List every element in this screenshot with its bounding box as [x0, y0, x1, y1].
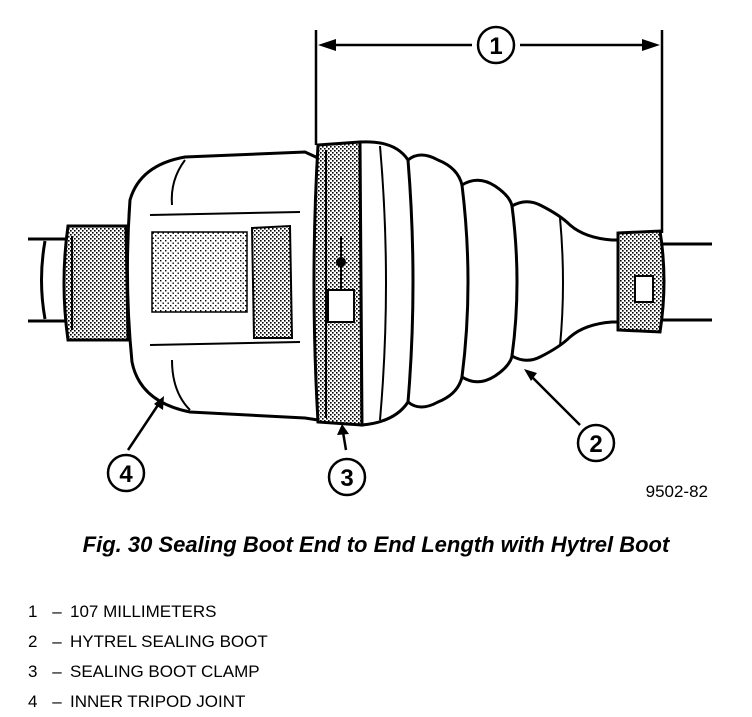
- svg-text:2: 2: [589, 431, 602, 458]
- legend-number: 4: [28, 692, 38, 711]
- svg-text:1: 1: [489, 33, 502, 60]
- legend-dash: –: [52, 602, 62, 621]
- figure-caption: Fig. 30 Sealing Boot End to End Length w…: [82, 532, 670, 557]
- legend-item: 3–SEALING BOOT CLAMP: [28, 657, 268, 687]
- legend-number: 2: [28, 632, 38, 651]
- hytrel-sealing-boot: [358, 140, 622, 427]
- callout-3: 3: [327, 457, 367, 497]
- svg-text:3: 3: [340, 465, 353, 492]
- legend-text: INNER TRIPOD JOINT: [70, 692, 246, 711]
- callout-4: 4: [106, 453, 146, 493]
- left-collar: [62, 224, 130, 342]
- legend-dash: –: [52, 632, 62, 651]
- legend-item: 4–INNER TRIPOD JOINT: [28, 687, 268, 717]
- legend-dash: –: [52, 692, 62, 711]
- legend-number: 1: [28, 602, 38, 621]
- legend-item: 2–HYTREL SEALING BOOT: [28, 627, 268, 657]
- housing-flat-shaded: [151, 231, 248, 313]
- legend-number: 3: [28, 662, 38, 681]
- legend-text: HYTREL SEALING BOOT: [70, 632, 268, 651]
- clamp-tab: [327, 289, 355, 323]
- legend: 1–107 MILLIMETERS 2–HYTREL SEALING BOOT …: [28, 597, 268, 717]
- cv-boot-diagram: 1 2 3 4 9502-82: [28, 25, 712, 501]
- sealing-boot-clamp: [312, 140, 364, 427]
- tripod-housing: [125, 150, 320, 422]
- legend-text: SEALING BOOT CLAMP: [70, 662, 260, 681]
- callout-1: 1: [476, 25, 516, 65]
- callout-2: 2: [576, 423, 616, 463]
- outer-clamp-ring: [616, 229, 666, 334]
- legend-text: 107 MILLIMETERS: [70, 602, 217, 621]
- figure-id: 9502-82: [646, 482, 708, 501]
- legend-dash: –: [52, 662, 62, 681]
- dimension-line: [314, 30, 664, 233]
- legend-item: 1–107 MILLIMETERS: [28, 597, 268, 627]
- leader-lines: [126, 369, 581, 451]
- svg-text:4: 4: [119, 461, 133, 488]
- right-shaft: [662, 242, 712, 322]
- housing-slot-shaded: [250, 224, 294, 339]
